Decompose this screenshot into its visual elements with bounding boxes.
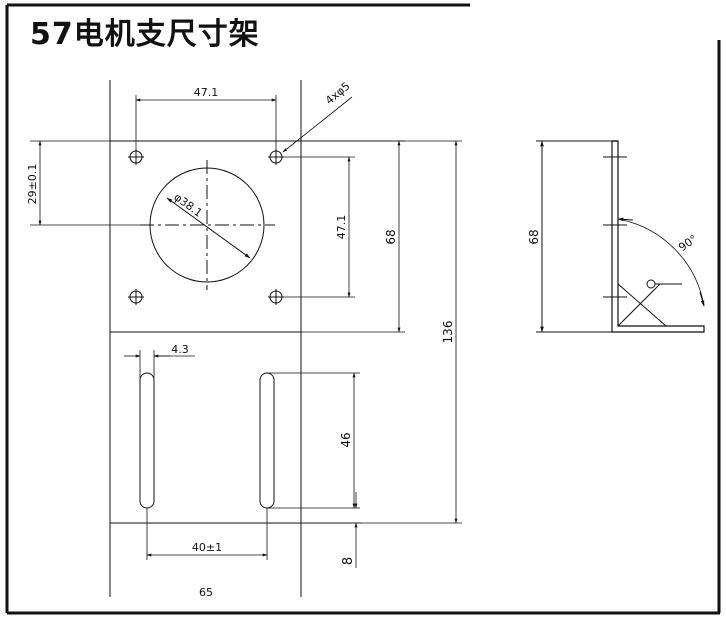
slot-right (259, 372, 275, 509)
dim-total-height: 136 (441, 321, 455, 344)
dim-hole-spacing-top: 47.1 (194, 86, 219, 99)
sheet-frame (5, 3, 721, 615)
dim-side-height: 68 (527, 229, 541, 244)
dim-hole-callout: 4xφ5 (323, 79, 353, 107)
side-view-texts: 68 90° (527, 229, 700, 254)
dim-bottom-margin: 8 (341, 557, 356, 565)
side-view (536, 140, 705, 333)
dim-hole-spacing-right: 47.1 (335, 215, 348, 240)
front-view (109, 80, 302, 597)
hole-top-left (128, 149, 144, 165)
slots (139, 372, 275, 509)
dimension-lines (30, 95, 462, 568)
dim-slot-length: 46 (339, 432, 353, 447)
lower-plate-outline (109, 331, 302, 524)
dim-bend-angle: 90° (676, 232, 699, 254)
dimension-texts: 47.1 4xφ5 29±0.1 φ38.1 47.1 68 136 4.3 4… (26, 79, 455, 599)
dim-slot-width: 4.3 (171, 343, 189, 356)
slot-left (139, 372, 155, 509)
dim-plate-height: 68 (384, 229, 398, 244)
center-bore (140, 160, 275, 290)
dim-slot-spacing: 40±1 (192, 541, 222, 554)
upper-plate-outline (109, 140, 302, 333)
dim-hole-offset-left: 29±0.1 (26, 164, 39, 205)
dim-overall-width: 65 (199, 586, 213, 599)
hole-bottom-left (128, 289, 144, 305)
drawing-title: 57电机支尺寸架 (30, 17, 260, 52)
